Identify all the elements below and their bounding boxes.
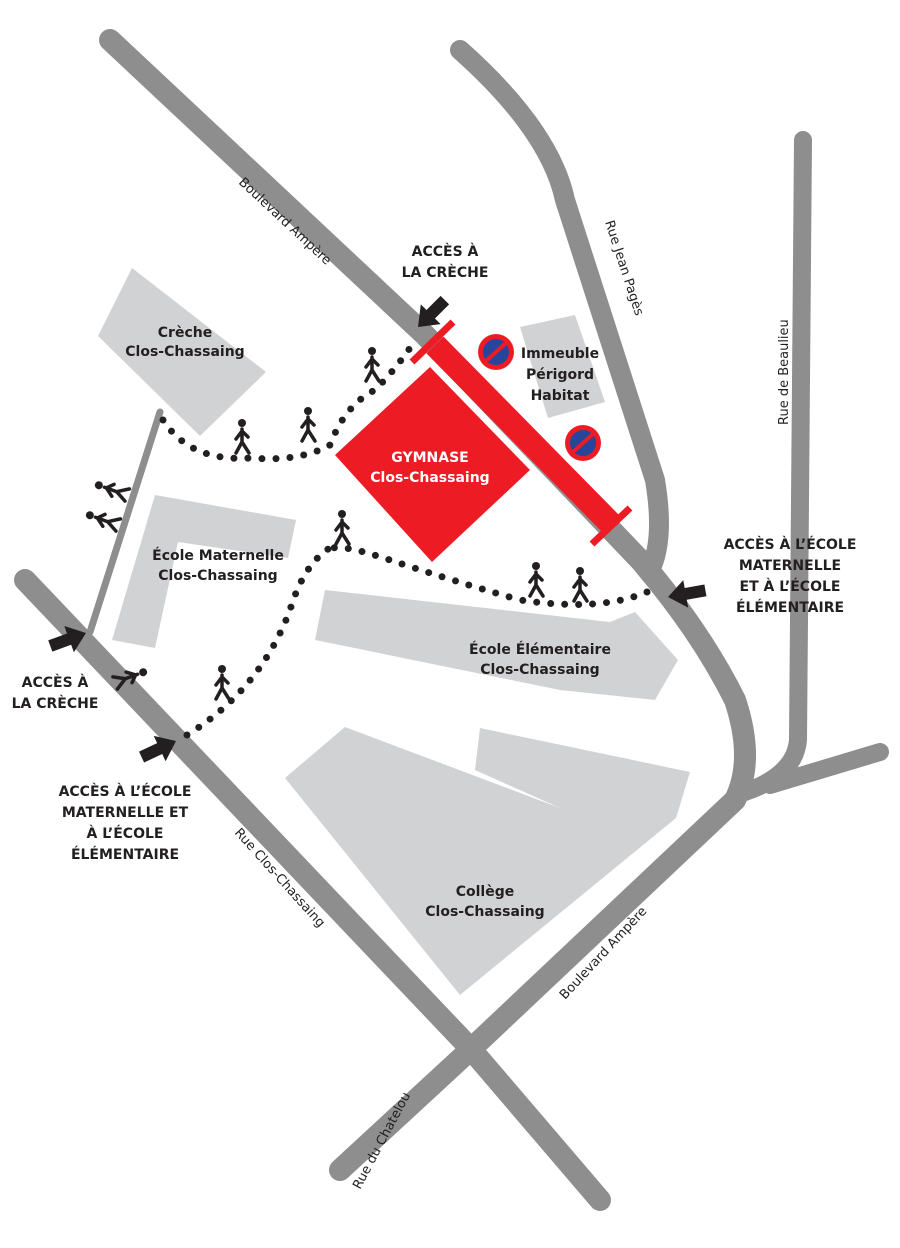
gymnase-building xyxy=(335,367,530,562)
label-line: Crèche xyxy=(158,325,212,341)
walking-route-ecoles-west xyxy=(183,541,339,739)
pedestrian-icon xyxy=(234,419,251,455)
pedestrian-icon xyxy=(85,511,123,533)
label-line: Clos-Chassaing xyxy=(425,904,544,920)
building-creche xyxy=(98,268,266,436)
label-line: Habitat xyxy=(531,388,590,404)
label-line: ACCÈS À L’ÉCOLE xyxy=(724,536,857,553)
pedestrian-icons xyxy=(85,347,589,701)
label-line: ACCÈS À xyxy=(22,674,89,691)
label-college: Collège Clos-Chassaing xyxy=(425,884,544,920)
road-rue-jean-pages xyxy=(450,40,669,580)
label-line: ACCÈS À L’ÉCOLE xyxy=(59,783,192,800)
roads xyxy=(14,29,889,1211)
label-line: Périgord xyxy=(526,367,594,383)
label-line: Clos-Chassaing xyxy=(480,662,599,678)
buildings xyxy=(98,268,690,995)
walking-route-creche xyxy=(159,341,416,463)
access-label-ecoles-southwest: ACCÈS À L’ÉCOLE MATERNELLE ET À L’ÉCOLE … xyxy=(59,783,192,863)
label-gymnase: GYMNASE Clos-Chassaing xyxy=(370,450,489,486)
label-line: École Élémentaire xyxy=(469,641,611,658)
label-line: École Maternelle xyxy=(152,547,284,564)
label-line: ÉLÉMENTAIRE xyxy=(736,599,844,616)
road-boulevard-ampere xyxy=(99,29,756,1181)
label-line: Collège xyxy=(456,884,515,900)
arrow-icon xyxy=(668,580,707,608)
walking-route-ecoles-east xyxy=(329,544,651,608)
label-line: ÉLÉMENTAIRE xyxy=(71,846,179,863)
label-line: Clos-Chassaing xyxy=(158,568,277,584)
building-college xyxy=(285,727,690,995)
pedestrian-icon xyxy=(300,407,317,443)
label-line: LA CRÈCHE xyxy=(12,695,99,712)
label-line: Clos-Chassaing xyxy=(125,344,244,360)
pedestrian-icon xyxy=(528,562,545,598)
access-arrows xyxy=(48,295,707,763)
building-elementaire xyxy=(315,590,678,700)
label-line: MATERNELLE ET xyxy=(62,805,189,821)
label-immeuble: Immeuble Périgord Habitat xyxy=(521,346,599,404)
road-east-branch xyxy=(761,743,889,794)
label-maternelle: École Maternelle Clos-Chassaing xyxy=(152,547,284,584)
building-immeuble xyxy=(520,315,605,418)
pedestrian-icon xyxy=(364,347,381,383)
arrow-icon xyxy=(139,735,176,763)
label-elementaire: École Élémentaire Clos-Chassaing xyxy=(469,641,611,678)
path-creche xyxy=(86,408,164,636)
pedestrian-icon xyxy=(94,481,132,503)
label-line: ET À L’ÉCOLE xyxy=(740,578,841,595)
gymnase-parking-bar xyxy=(409,319,633,547)
pedestrian-icon xyxy=(572,567,589,603)
label-line: GYMNASE xyxy=(391,450,468,466)
access-label-ecoles-east: ACCÈS À L’ÉCOLE MATERNELLE ET À L’ÉCOLE … xyxy=(724,536,857,616)
label-line: MATERNELLE xyxy=(739,558,841,574)
pedestrian-icon xyxy=(111,668,148,691)
label-line: Immeuble xyxy=(521,346,599,362)
building-maternelle xyxy=(112,495,296,648)
road-rue-clos-chassaing xyxy=(14,569,611,1211)
label-line: LA CRÈCHE xyxy=(402,264,489,281)
label-line: ACCÈS À xyxy=(412,243,479,260)
label-line: À L’ÉCOLE xyxy=(87,825,164,842)
access-label-creche-west: ACCÈS À LA CRÈCHE xyxy=(12,674,99,712)
no-parking-icon xyxy=(478,334,514,370)
label-creche: Crèche Clos-Chassaing xyxy=(125,325,244,360)
pedestrian-icon xyxy=(334,510,351,546)
arrow-icon xyxy=(418,295,450,327)
access-label-creche-north: ACCÈS À LA CRÈCHE xyxy=(402,243,489,281)
pedestrian-icon xyxy=(214,665,231,701)
road-rue-de-beaulieu xyxy=(736,131,812,801)
no-parking-icon xyxy=(565,425,601,461)
arrow-icon xyxy=(48,626,86,653)
label-line: Clos-Chassaing xyxy=(370,470,489,486)
street-label-rue-de-beaulieu: Rue de Beaulieu xyxy=(777,319,792,425)
